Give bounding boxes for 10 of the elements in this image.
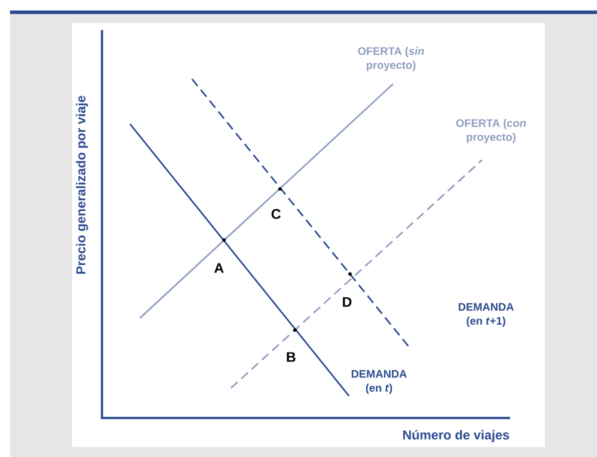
axis-label: Precio generalizado por viaje (76, 96, 88, 274)
point-label: C (272, 209, 281, 219)
curve-label: DEMANDA (en t+1) (458, 303, 514, 327)
axis-label: Número de viajes (403, 430, 510, 442)
curve-label: OFERTA (sin proyecto) (358, 46, 424, 72)
curve-label: OFERTA (con proyecto) (456, 118, 526, 144)
curve-label: DEMANDA (en t) (352, 370, 407, 394)
point-label: A (214, 263, 224, 273)
point-label: B (286, 352, 296, 362)
point-label: D (342, 297, 352, 307)
